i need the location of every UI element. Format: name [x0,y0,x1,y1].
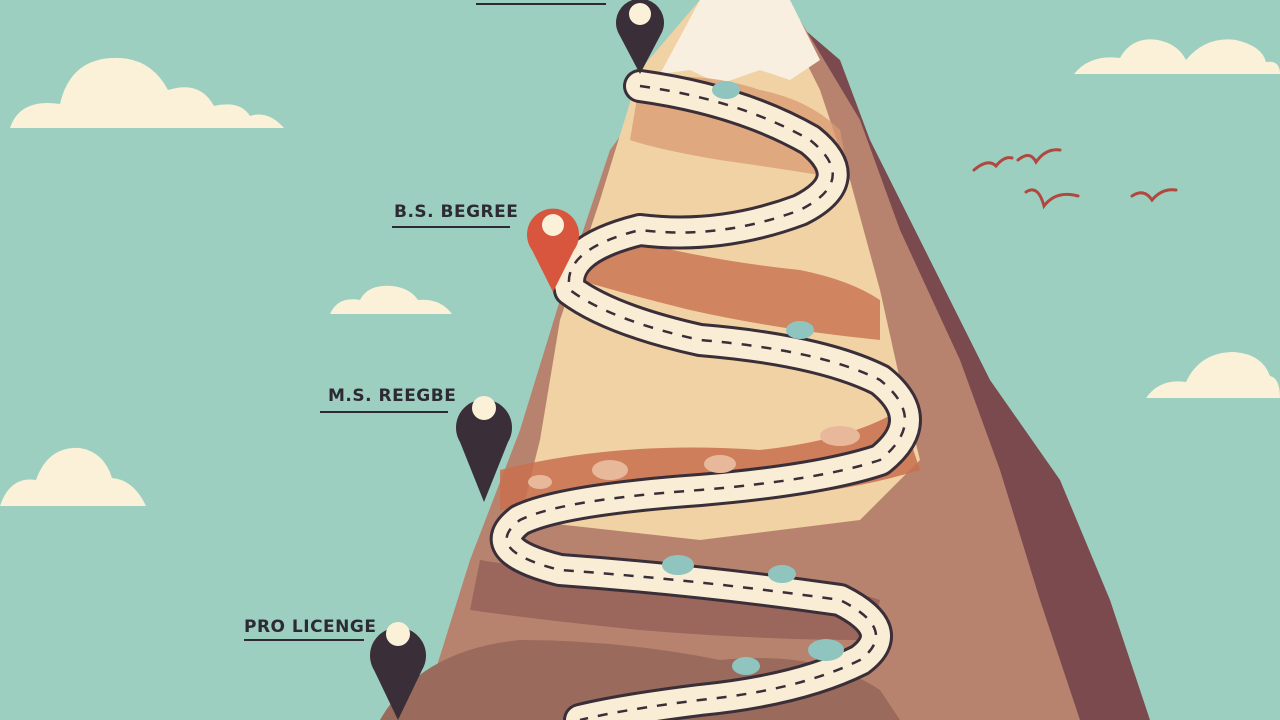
bird-icon [1130,188,1178,203]
cloud-icon [0,447,146,506]
snow-cap [660,0,820,84]
bird-icon [1016,148,1062,165]
map-pin-icon [616,0,664,74]
cloud-icon [330,285,452,314]
milestone-label-pro-license: PRO LICENGE [244,617,377,637]
map-pin-icon [527,208,579,292]
map-pin-icon [456,396,512,502]
rocks [528,426,860,489]
road-center-dashes [505,84,907,720]
bird-icon [1024,188,1080,210]
cloud-icon [10,57,284,129]
bird-icon [972,156,1014,172]
shrubs [662,81,844,675]
milestone-label-bs-degree: B.S. BEGREE [394,202,519,222]
milestone-label-ms-degree: M.S. REEGBE [328,386,457,406]
cloud-icon [1074,39,1280,74]
map-pin-icon [370,622,426,720]
rock-band [580,230,880,340]
cloud-icon [1146,352,1280,398]
